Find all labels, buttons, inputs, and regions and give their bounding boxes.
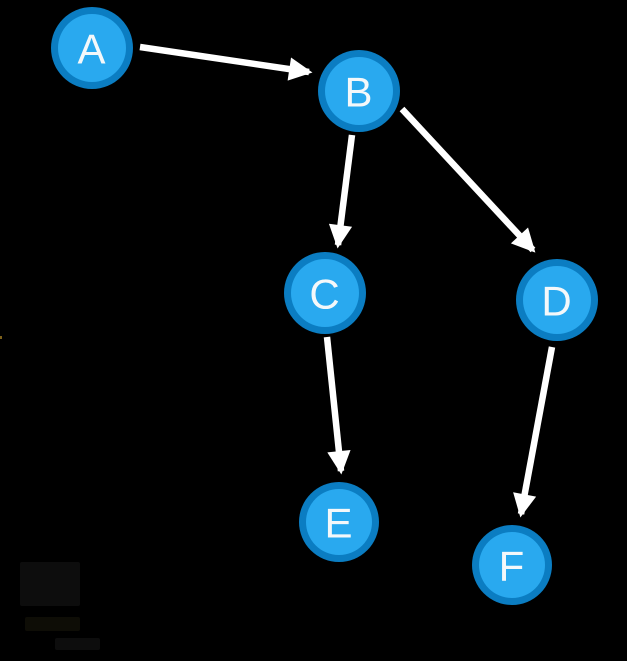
background-smudge (20, 562, 80, 606)
edge-b-d (399, 106, 536, 253)
node-e[interactable]: E (299, 482, 379, 562)
node-b[interactable]: B (318, 50, 400, 132)
node-f[interactable]: F (472, 525, 552, 605)
pixel-artifact (0, 336, 2, 339)
node-f-fill (479, 532, 545, 598)
node-a-fill (58, 14, 126, 82)
node-d-label: D (541, 278, 572, 325)
node-c-label: C (309, 271, 340, 318)
edge-d-f (513, 346, 556, 518)
node-c[interactable]: C (284, 252, 366, 334)
background-smudge (25, 617, 80, 631)
node-e-label: E (324, 500, 353, 547)
node-e-fill (306, 489, 372, 555)
edge-a-b (139, 43, 313, 81)
node-a[interactable]: A (51, 7, 133, 89)
edge-b-c (328, 134, 356, 249)
node-a-label: A (77, 26, 106, 73)
node-b-label: B (344, 69, 373, 116)
node-f-label: F (499, 543, 526, 590)
background-smudge (55, 638, 100, 650)
node-b-fill (325, 57, 393, 125)
node-c-fill (291, 259, 359, 327)
edge-c-e (323, 336, 351, 475)
node-d[interactable]: D (516, 259, 598, 341)
node-d-fill (523, 266, 591, 334)
